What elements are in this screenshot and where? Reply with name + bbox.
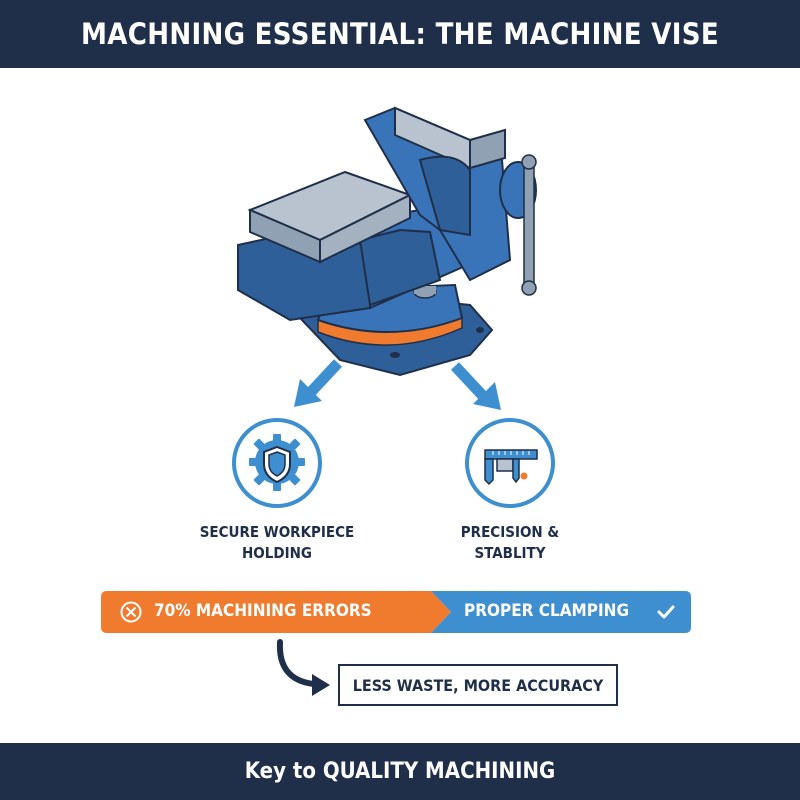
curved-arrow bbox=[276, 639, 330, 696]
errors-text: 70% MACHINING ERRORS bbox=[154, 601, 372, 621]
movable-jaw bbox=[363, 106, 512, 282]
page-title: MACHNING ESSENTIAL: THE MACHINE VISE bbox=[80, 17, 720, 51]
title-banner: MACHNING ESSENTIAL: THE MACHINE VISE bbox=[0, 0, 800, 68]
caliper-icon bbox=[465, 418, 555, 508]
clamping-segment bbox=[431, 591, 691, 633]
feature-label-secure-holding: SECURE WORKPIECE HOLDING bbox=[157, 522, 397, 564]
feature-line: PRECISION & bbox=[460, 523, 560, 541]
comparison-bar bbox=[101, 591, 691, 633]
down-left-arrow bbox=[294, 359, 343, 407]
feature-line: HOLDING bbox=[242, 544, 312, 562]
check-icon bbox=[657, 605, 675, 619]
footer-text: Key to QUALITY MACHINING bbox=[244, 759, 556, 784]
result-text: LESS WASTE, MORE ACCURACY bbox=[352, 675, 604, 695]
shield-gear-icon bbox=[232, 418, 322, 508]
down-right-arrow bbox=[450, 362, 501, 410]
machine-vise-illustration bbox=[237, 106, 537, 377]
footer-banner: Key to QUALITY MACHINING bbox=[0, 743, 800, 800]
feature-label-precision-stability: PRECISION & STABLITY bbox=[390, 522, 630, 564]
feature-line: STABLITY bbox=[474, 544, 546, 562]
errors-segment bbox=[101, 591, 451, 633]
vise-handle bbox=[499, 154, 537, 296]
x-circle-icon bbox=[120, 601, 142, 623]
clamping-text: PROPER CLAMPING bbox=[464, 601, 630, 621]
feature-line: SECURE WORKPIECE bbox=[199, 523, 355, 541]
result-box: LESS WASTE, MORE ACCURACY bbox=[338, 664, 618, 706]
